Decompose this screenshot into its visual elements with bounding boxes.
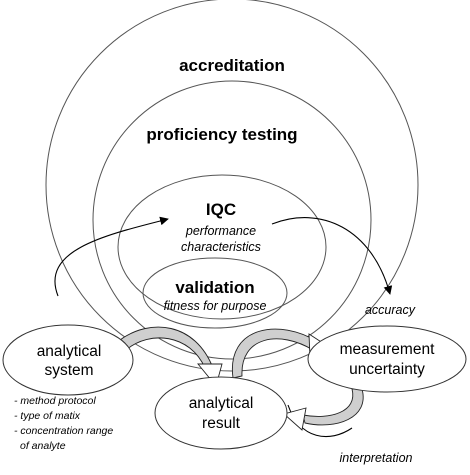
interpretation-annotation: interpretation xyxy=(340,451,413,465)
system-factor-item: - type of matix xyxy=(14,410,81,422)
flow-uncertainty-to-result-head xyxy=(283,407,307,431)
iqc-ellipse xyxy=(117,174,327,320)
iqc-sublabel-line2: characteristics xyxy=(181,240,261,254)
system-factor-item: of analyte xyxy=(20,440,66,452)
system-to-iqc-arrow xyxy=(54,216,169,297)
analytical-result-label-line1: analytical xyxy=(189,395,254,412)
analytical-result-label-line2: result xyxy=(202,415,241,432)
analytical-system-node xyxy=(2,324,134,396)
iqc-to-uncertainty-arrow xyxy=(271,217,393,295)
accreditation-label: accreditation xyxy=(179,56,285,75)
analytical-system-label-line1: analytical xyxy=(37,343,102,360)
accuracy-annotation: accuracy xyxy=(365,303,416,317)
flow-uncertainty-to-result xyxy=(302,388,364,426)
system-factor-item: - concentration range xyxy=(14,425,113,437)
validation-sublabel: fitness for purpose xyxy=(164,299,267,313)
proficiency-testing-circle xyxy=(92,80,372,360)
validation-label: validation xyxy=(175,278,254,297)
system-factor-item: - method protocol xyxy=(14,395,96,407)
measurement-uncertainty-label-line2: uncertainty xyxy=(349,361,425,378)
iqc-label: IQC xyxy=(206,200,236,219)
flow-system-to-result xyxy=(119,326,214,369)
proficiency-testing-label: proficiency testing xyxy=(146,125,297,144)
analytical-system-label-line2: system xyxy=(44,362,93,379)
measurement-uncertainty-label-line1: measurement xyxy=(340,341,435,358)
validation-ellipse xyxy=(142,257,288,329)
iqc-sublabel-line1: performance xyxy=(185,224,256,238)
analytical-result-node xyxy=(154,376,288,450)
measurement-uncertainty-node xyxy=(307,325,467,393)
